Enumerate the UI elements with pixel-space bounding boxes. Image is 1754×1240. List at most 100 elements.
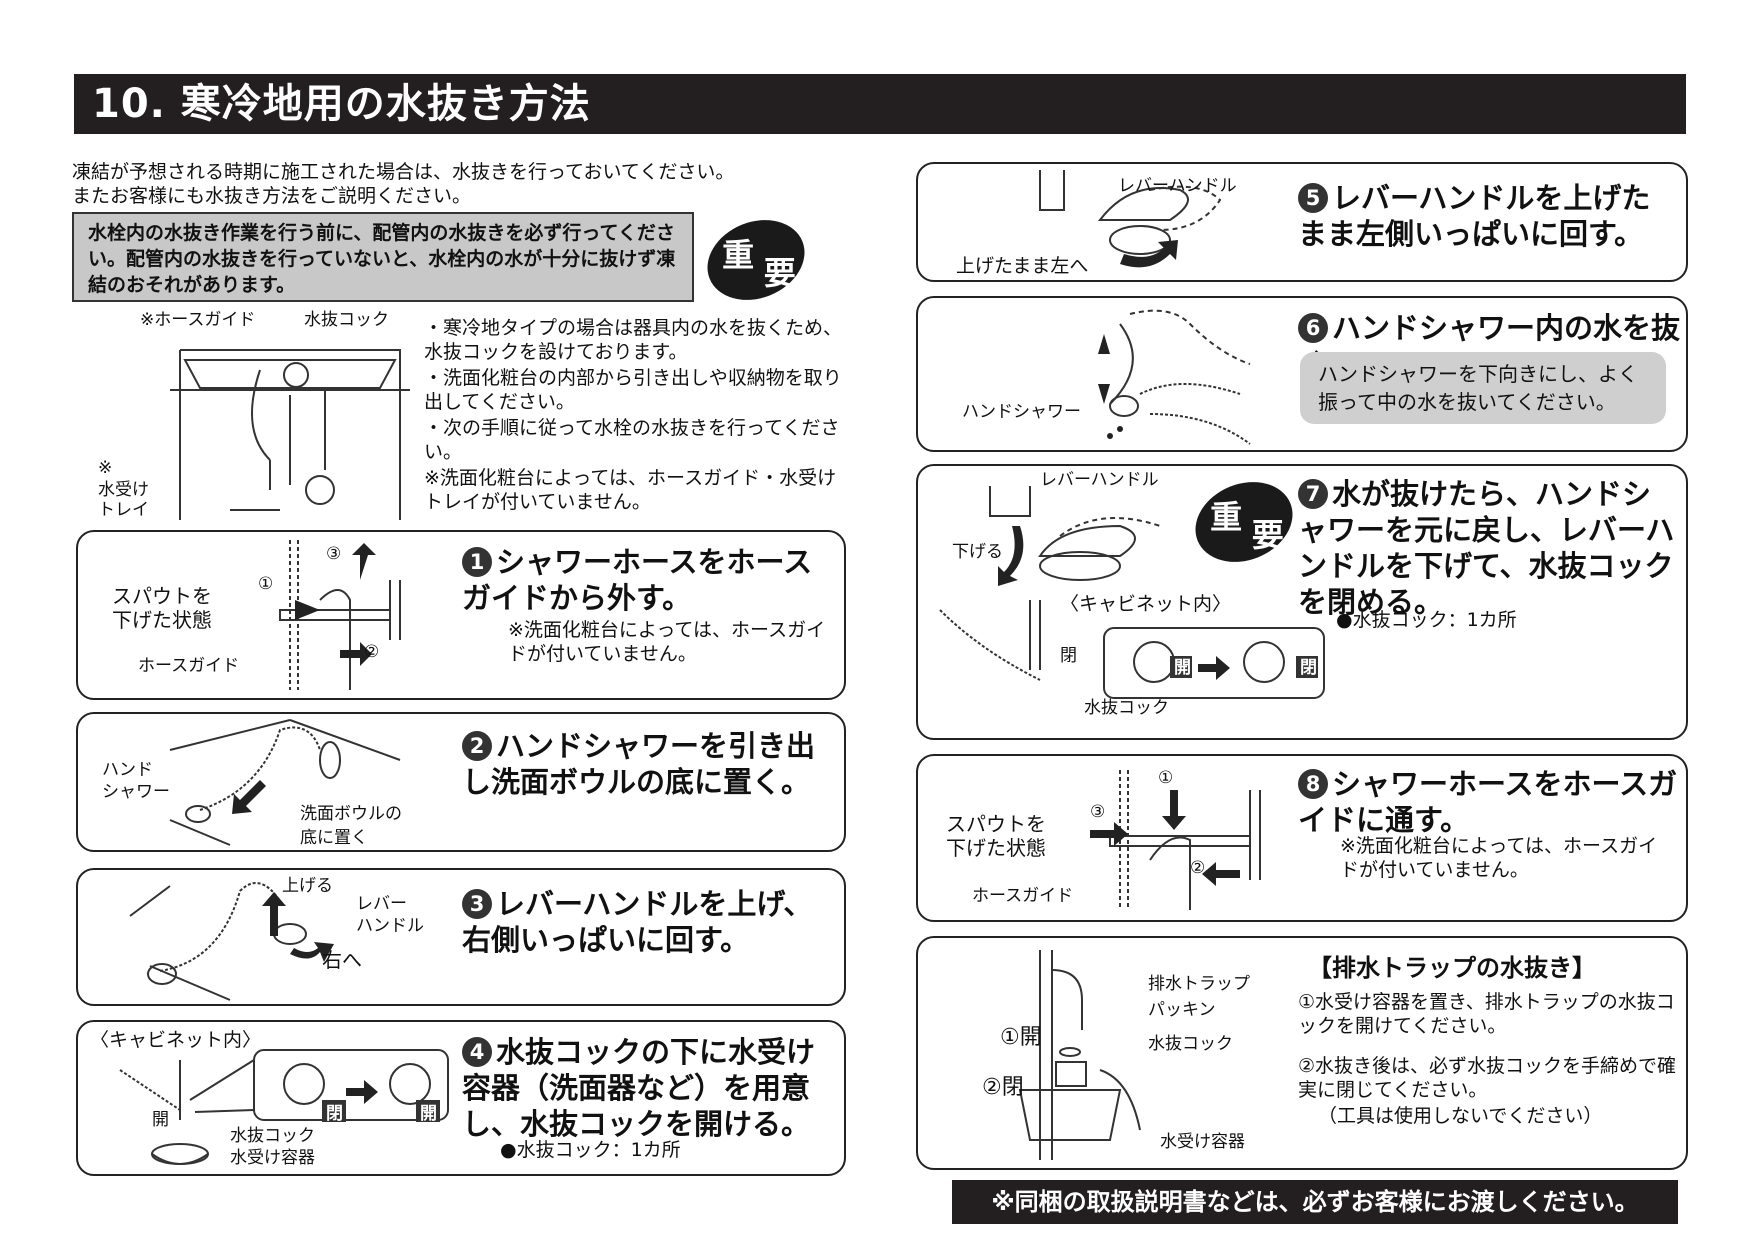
step-2-bowl-2: 底に置く [300, 828, 368, 848]
step-8-spout-1: スパウトを [946, 812, 1046, 836]
label-tray-mark: ※ [98, 458, 113, 478]
step-7-instruction: 水が抜けたら、ハンドシャワーを元に戻し、レバーハンドルを下げて、水抜コックを閉め… [1298, 477, 1675, 619]
step-7-panel [916, 464, 1688, 740]
step-4-container: 水受け容器 [230, 1148, 315, 1168]
step-6-illustration [1098, 309, 1251, 445]
step-7-cabinet: 〈キャビネット内〉 [1060, 593, 1232, 615]
step-3-up: 上げる [282, 876, 333, 896]
step-7-lever: レバーハンドル [1040, 470, 1159, 490]
trap-label-close: ②閉 [982, 1075, 1024, 1100]
step-2-hs-2: シャワー [102, 782, 170, 802]
step-7-illustration-bottom [939, 600, 1325, 699]
step-5-lever: レバーハンドル [1118, 176, 1237, 196]
step-5-instruction: レバーハンドルを上げたまま左側いっぱいに回す。 [1298, 181, 1651, 251]
important-badge: 重要 [695, 206, 817, 314]
step-5-panel [916, 162, 1688, 282]
step-1-number: 1 [462, 547, 492, 577]
overview-bullet-4: ※洗面化粧台によっては、ホースガイド・水受けトレイが付いていません。 [424, 467, 837, 513]
step-3-instruction: レバーハンドルを上げ、右側いっぱいに回す。 [462, 887, 813, 957]
intro-line-2: またお客様にも水抜き方法をご説明ください。 [72, 185, 472, 207]
step-4-cock: 水抜コック [230, 1126, 315, 1146]
trap-title: 【排水トラップの水抜き】 [1308, 954, 1596, 982]
step-7-illustration-top [989, 486, 1161, 586]
step-7-down: 下げる [952, 542, 1003, 562]
trap-item-2: ②水抜き後は、必ず水抜コックを手締めで確実に閉じてください。 [1298, 1055, 1677, 1101]
step-5-left: 上げたまま左へ [956, 255, 1089, 277]
trap-item-1: ①水受け容器を置き、排水トラップの水抜コックを開けてください。 [1298, 991, 1675, 1037]
step-3-lever-1: レバー [356, 894, 407, 914]
step-8-guide: ホースガイド [972, 886, 1074, 906]
step-1-guide: ホースガイド [138, 656, 240, 676]
title-bar [74, 74, 1686, 134]
step-7-open-tag: 開 [1174, 658, 1191, 678]
trap-illustration [1018, 950, 1141, 1160]
label-drain-cock: 水抜コック [304, 310, 389, 330]
badge2-char-1: 重 [1210, 498, 1243, 537]
step-6-number: 6 [1298, 313, 1328, 343]
intro-line-1: 凍結が予想される時期に施工された場合は、水抜きを行っておいてください。 [72, 161, 735, 183]
trap-label-packing: パッキン [1148, 1000, 1216, 1020]
badge-char-2: 要 [763, 253, 796, 292]
step-2-illustration [169, 719, 401, 846]
step-3-number: 3 [462, 889, 492, 919]
step-1-panel [76, 530, 846, 700]
step-3-illustration [129, 882, 334, 1001]
step-3-lever-2: ハンドル [356, 916, 424, 936]
step-8-instruction: シャワーホースをホースガイドに通す。 [1298, 767, 1678, 837]
step-1-c2: ② [364, 642, 380, 662]
warning-box: 水栓内の水抜き作業を行う前に、配管内の水抜きを必ず行ってください。配管内の水抜き… [72, 212, 694, 302]
step-1-illustration [279, 540, 401, 690]
step-4-cabinet: 〈キャビネット内〉 [90, 1029, 262, 1051]
step-2-hs-1: ハンド [102, 760, 153, 780]
step-1-instruction: シャワーホースをホースガイドから外す。 [462, 545, 813, 615]
label-tray-2: トレイ [98, 500, 149, 520]
step-4-instruction: 水抜コックの下に水受け容器（洗面器など）を用意し、水抜コックを開ける。 [462, 1035, 816, 1141]
trap-label-trap: 排水トラップ [1148, 974, 1250, 994]
step-4-number: 4 [462, 1037, 492, 1067]
step-8-note: ※洗面化粧台によっては、ホースガイドが付いていません。 [1340, 835, 1658, 881]
step-4-open: 開 [152, 1110, 169, 1130]
step-7-note: ●水抜コック：1カ所 [1336, 609, 1517, 631]
label-tray-1: 水受け [98, 480, 149, 500]
step-4-open-tag: 開 [420, 1104, 437, 1124]
step-1-c3: ③ [326, 544, 342, 564]
step-8-number: 8 [1298, 769, 1328, 799]
overview-bullet-2: ・洗面化粧台の内部から引き出しや収納物を取り出してください。 [424, 367, 842, 413]
step-8-c3: ③ [1090, 802, 1106, 822]
step-7-closed-tag: 閉 [1300, 658, 1317, 678]
step-1-note: ※洗面化粧台によっては、ホースガイドが付いていません。 [508, 619, 826, 665]
step-8-illustration [1090, 770, 1261, 910]
step-7-close: 閉 [1060, 646, 1077, 666]
cabinet-overview-illustration [170, 349, 410, 520]
step-4-closed-tag: 閉 [326, 1104, 343, 1124]
overview-bullet-3: ・次の手順に従って水栓の水抜きを行ってください。 [424, 417, 840, 463]
step-5-number: 5 [1298, 183, 1328, 213]
step-7-cock: 水抜コック [1084, 698, 1169, 718]
footer-notice: ※同梱の取扱説明書などは、必ずお客様にお渡しください。 [952, 1180, 1678, 1224]
step-2-bowl-1: 洗面ボウルの [300, 804, 402, 824]
step-7-number: 7 [1298, 479, 1328, 509]
step-3-panel [76, 868, 846, 1006]
step-8-spout-2: 下げた状態 [946, 836, 1046, 860]
trap-label-container: 水受け容器 [1160, 1132, 1245, 1152]
badge2-char-2: 要 [1251, 515, 1284, 554]
trap-item-3: （工具は使用しないでください） [1318, 1105, 1603, 1127]
step-2-panel [76, 712, 846, 852]
step-3-right: 右へ [322, 948, 362, 972]
step-6-hs: ハンドシャワー [962, 402, 1081, 422]
step-4-note: ●水抜コック：1カ所 [500, 1139, 681, 1161]
trap-panel [916, 936, 1688, 1170]
label-hose-guide: ※ホースガイド [140, 310, 256, 330]
step-2-number: 2 [462, 731, 492, 761]
step-8-c1: ① [1158, 768, 1174, 788]
step-1-c1: ① [258, 574, 274, 594]
badge-char-1: 重 [722, 236, 755, 275]
trap-label-cock: 水抜コック [1148, 1034, 1233, 1054]
